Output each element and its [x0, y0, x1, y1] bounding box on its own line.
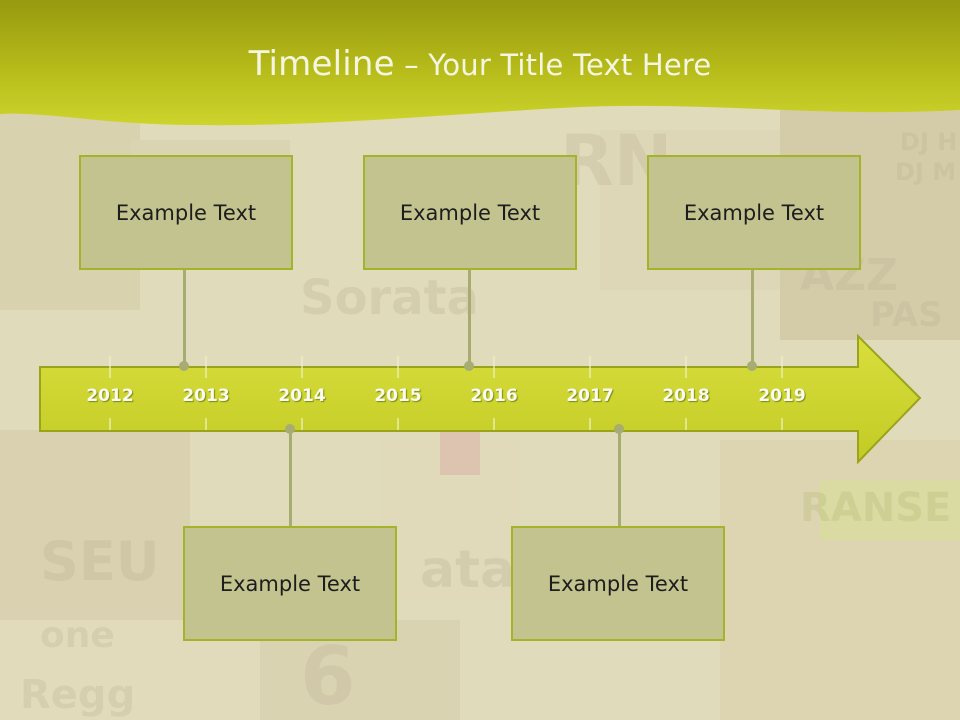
collage-decoration: one: [40, 615, 115, 656]
title-main: Timeline: [248, 44, 395, 84]
connector-bottom-1: [289, 430, 292, 528]
connector-dot-top-3: [747, 361, 757, 371]
collage-decoration: SEU: [40, 530, 160, 593]
connector-dot-top-2: [464, 361, 474, 371]
collage-decoration: RANSE: [800, 485, 952, 531]
event-box-bottom-1: Example Text: [183, 526, 397, 641]
title-rest: Your Title Text Here: [428, 48, 712, 82]
connector-top-3: [751, 268, 754, 366]
event-box-top-1: Example Text: [79, 155, 293, 270]
collage-decoration: ata: [420, 540, 516, 600]
connector-bottom-2: [618, 430, 621, 528]
event-box-top-2: Example Text: [363, 155, 577, 270]
slide-title: Timeline – Your Title Text Here: [0, 44, 960, 84]
year-ticks: [109, 356, 783, 430]
header-band: [0, 0, 960, 126]
collage-decoration: 6: [300, 630, 356, 720]
year-label-2017: 2017: [566, 386, 614, 406]
collage-decoration: DJ M: [895, 158, 957, 186]
year-label-2016: 2016: [470, 386, 518, 406]
year-label-2014: 2014: [278, 386, 326, 406]
arrow-shape: [39, 333, 922, 465]
event-box-bottom-2: Example Text: [511, 526, 725, 641]
year-label-2013: 2013: [182, 386, 230, 406]
title-separator: –: [394, 48, 429, 82]
connector-dot-top-1: [179, 361, 189, 371]
connector-dot-bottom-2: [614, 424, 624, 434]
year-label-2019: 2019: [758, 386, 806, 406]
collage-decoration: Sorata: [300, 270, 479, 326]
event-box-top-3: Example Text: [647, 155, 861, 270]
year-label-2015: 2015: [374, 386, 422, 406]
year-label-2018: 2018: [662, 386, 710, 406]
collage-decoration: PAS: [870, 295, 943, 335]
year-label-2012: 2012: [86, 386, 134, 406]
collage-decoration: DJ H: [900, 128, 958, 156]
connector-top-2: [468, 268, 471, 366]
connector-top-1: [183, 268, 186, 366]
collage-decoration: Regg: [20, 672, 136, 718]
connector-dot-bottom-1: [285, 424, 295, 434]
